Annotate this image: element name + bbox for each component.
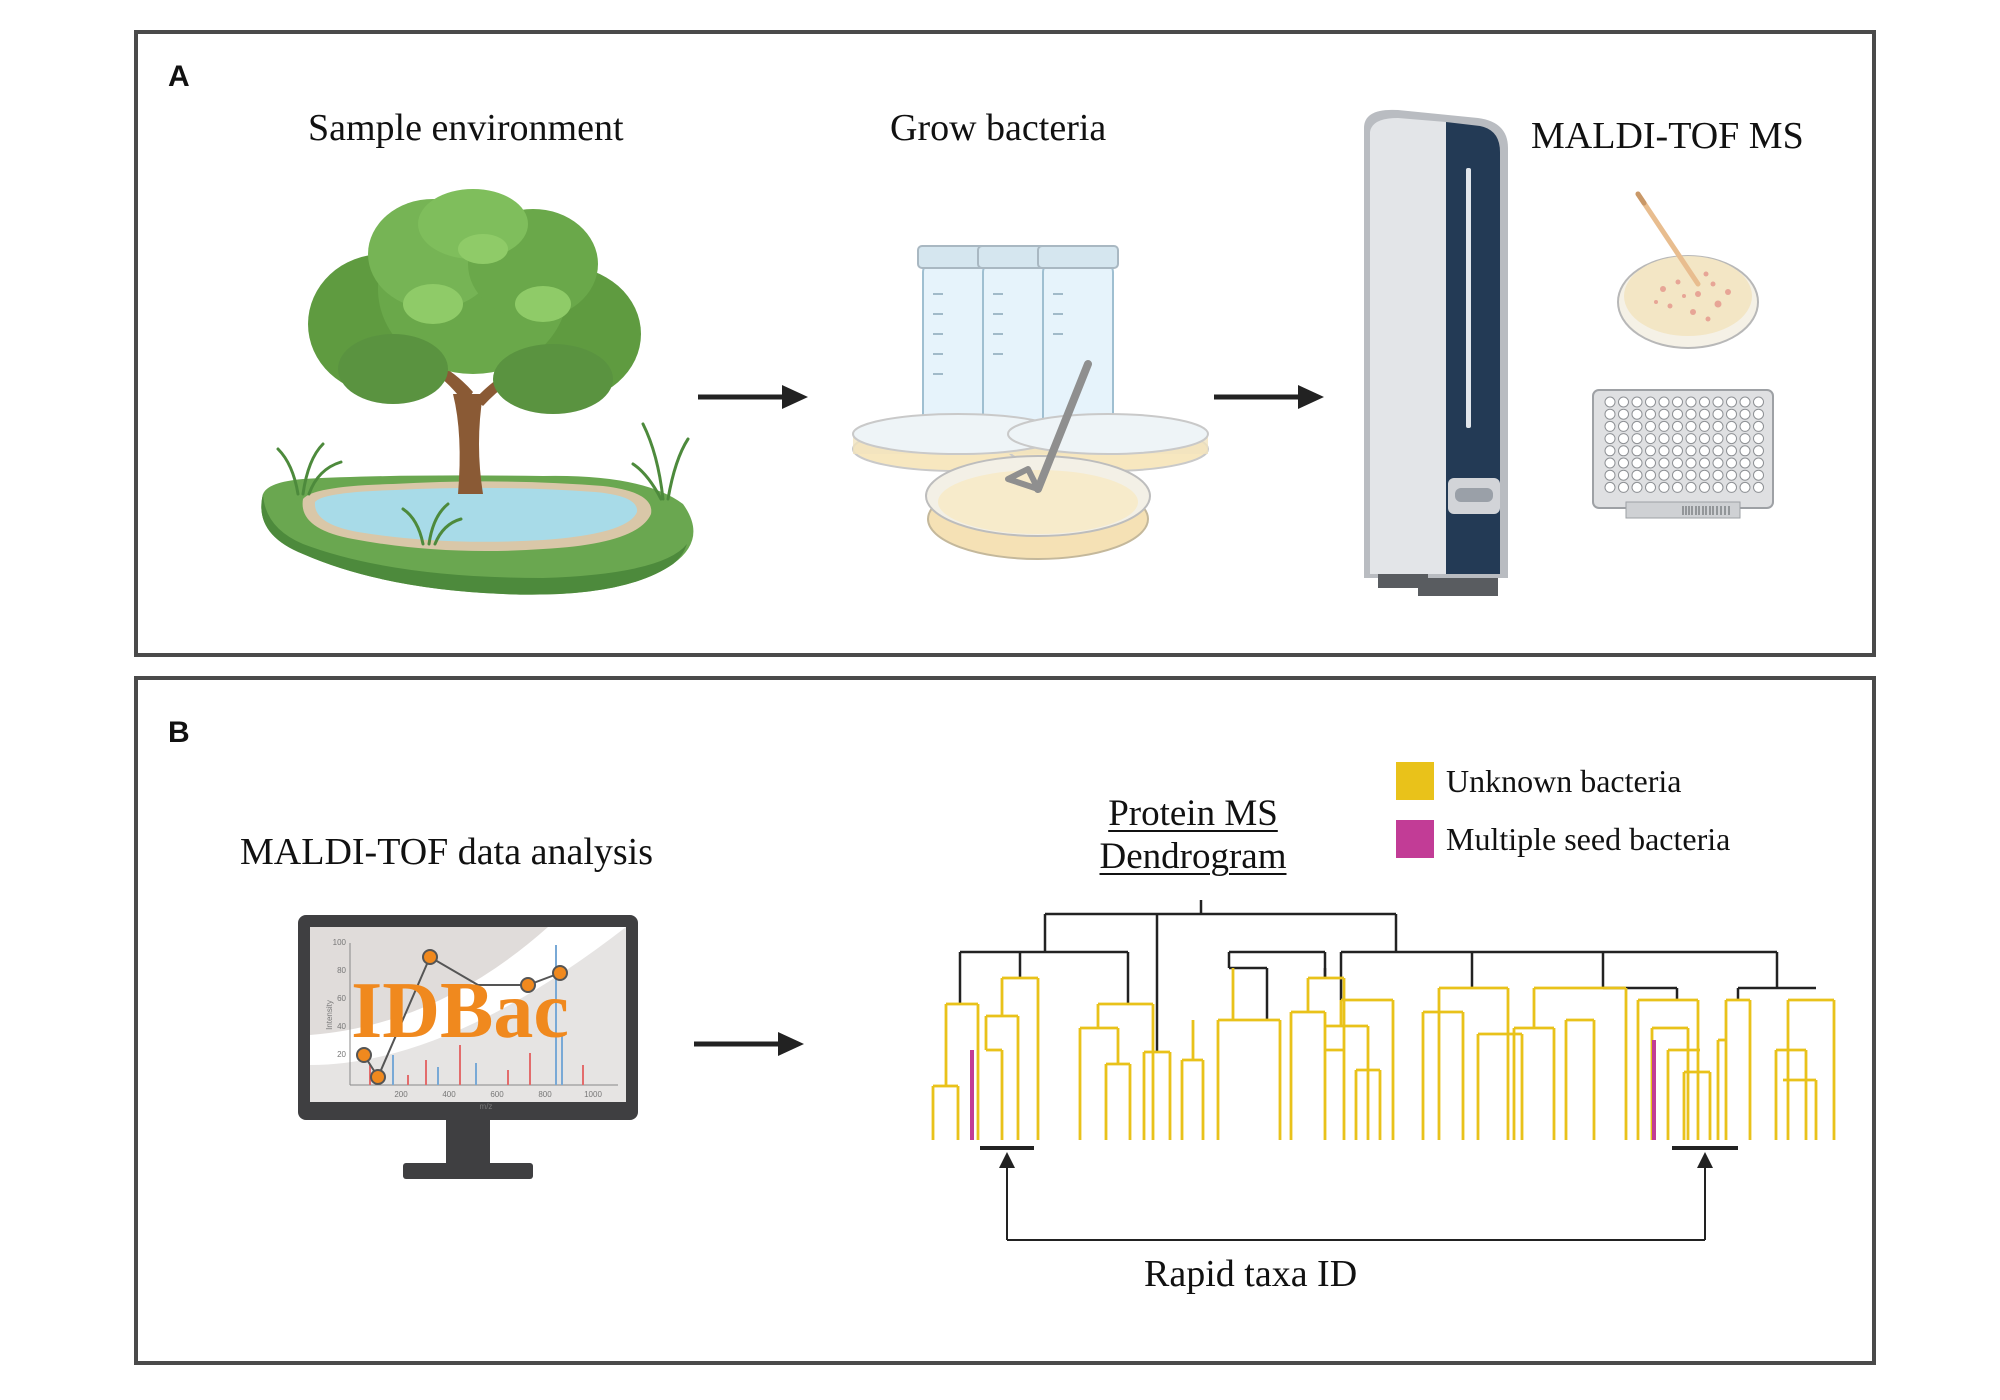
step-label-maldi-tof-ms: MALDI-TOF MS — [1531, 115, 1804, 157]
x-tick: 200 — [394, 1090, 408, 1099]
tree-pond-icon — [261, 189, 694, 595]
y-tick: 60 — [337, 994, 346, 1003]
arrowhead-up-icon — [999, 1152, 1015, 1168]
y-axis-label: Intensity — [325, 1000, 334, 1030]
dendrogram-unknown-branches — [931, 968, 1836, 1140]
step-label-sample-environment: Sample environment — [308, 107, 624, 149]
well-plate-icon — [1592, 389, 1774, 519]
dendrogram-title-line1: Protein MS — [1108, 793, 1278, 834]
arrowhead-up-icon — [1697, 1152, 1713, 1168]
step-label-grow-bacteria: Grow bacteria — [890, 107, 1107, 149]
x-tick: 800 — [538, 1090, 552, 1099]
arrow-icon — [698, 385, 808, 409]
culture-tubes-petri-dishes-icon — [852, 245, 1209, 560]
panel-b: B MALDI-TOF data analysis 100 80 60 40 2… — [134, 676, 1876, 1365]
petri-dish-colonies-icon — [1617, 191, 1759, 349]
legend-swatch-seed — [1396, 820, 1434, 858]
arrow-icon — [694, 1032, 804, 1056]
idbac-logo-text: IDBac — [351, 967, 569, 1055]
x-axis-label: m/z — [480, 1102, 493, 1111]
x-tick: 400 — [442, 1090, 456, 1099]
dendrogram — [931, 900, 1836, 1241]
dendrogram-seed-branches — [970, 1040, 1656, 1140]
panel-a: A Sample environment Grow bacteria MALDI… — [134, 30, 1876, 657]
x-tick: 600 — [490, 1090, 504, 1099]
legend-label-seed: Multiple seed bacteria — [1446, 820, 1731, 857]
legend-item-seed: Multiple seed bacteria — [1396, 820, 1730, 858]
x-tick: 1000 — [584, 1090, 602, 1099]
monitor-idbac-icon: 100 80 60 40 20 200 400 600 800 1000 m/z… — [298, 915, 638, 1179]
y-tick: 40 — [337, 1022, 346, 1031]
panel-a-letter: A — [168, 60, 190, 93]
dendrogram-title-line2: Dendrogram — [1099, 836, 1287, 877]
y-tick: 100 — [333, 938, 347, 947]
legend-label-unknown: Unknown bacteria — [1446, 762, 1682, 799]
rapid-taxa-id-label: Rapid taxa ID — [1144, 1253, 1358, 1295]
legend-swatch-unknown — [1396, 762, 1434, 800]
y-tick: 80 — [337, 966, 346, 975]
arrow-icon — [1214, 385, 1324, 409]
taxa-id-connector — [1006, 1162, 1706, 1241]
dendrogram-root-branches — [958, 900, 1816, 1052]
legend-item-unknown: Unknown bacteria — [1396, 762, 1681, 800]
panel-b-letter: B — [168, 716, 190, 749]
mass-spectrometer-icon — [1364, 109, 1508, 596]
analysis-label: MALDI-TOF data analysis — [240, 831, 654, 873]
y-tick: 20 — [337, 1050, 346, 1059]
